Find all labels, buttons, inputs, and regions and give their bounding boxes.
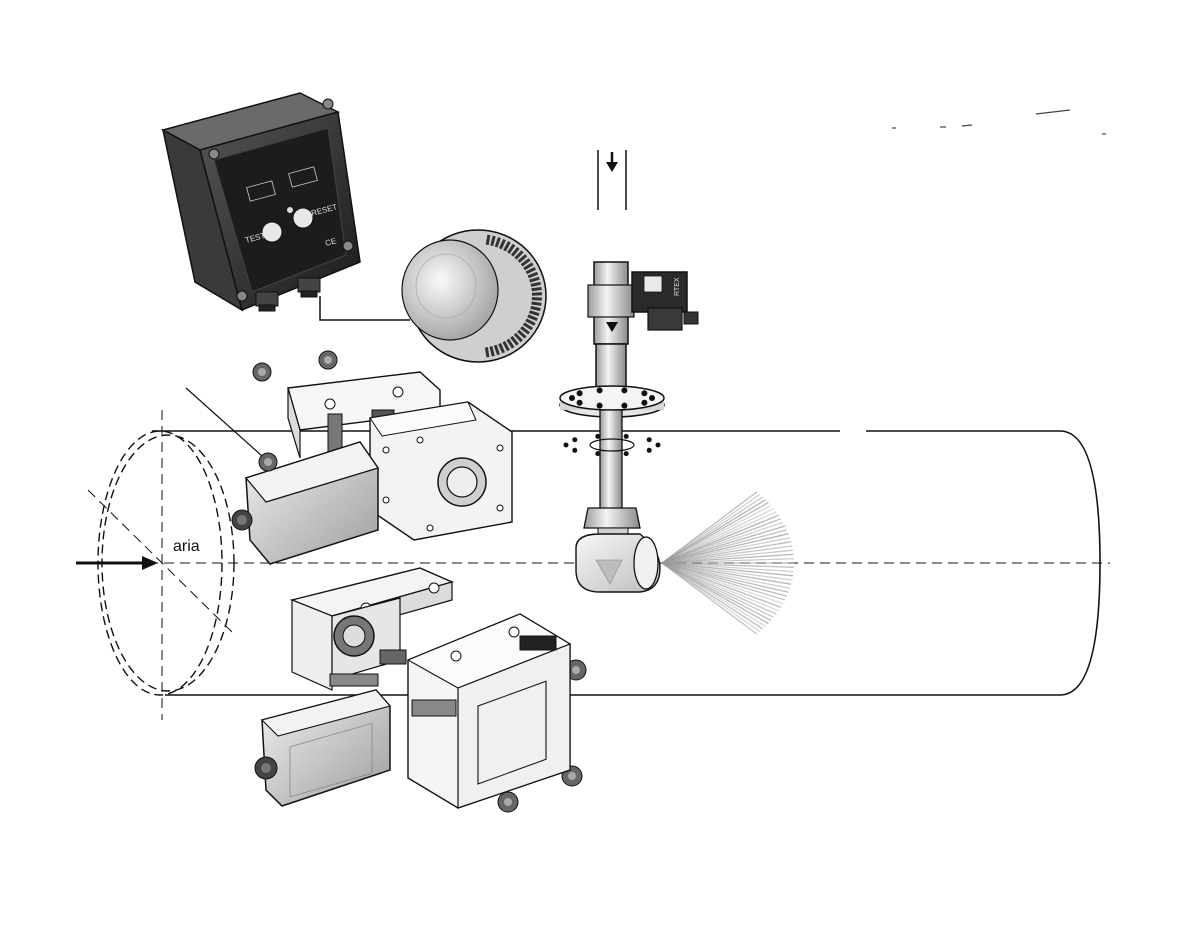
bolt-hole-icon (597, 387, 603, 393)
airflow-arrow (76, 556, 158, 570)
bolt-hole-icon (569, 395, 575, 401)
gasket-hole-icon (624, 434, 629, 439)
thumb-screw-icon (498, 792, 518, 812)
gasket-hole-icon (647, 448, 652, 453)
lower-junction-box (255, 690, 390, 806)
mount-hole-icon (429, 583, 439, 593)
upper-lens-block (370, 402, 512, 540)
thumb-screw-icon (259, 453, 277, 471)
gasket-hole-icon (595, 434, 600, 439)
lower-housing (408, 614, 570, 808)
mount-hole-icon (393, 387, 403, 397)
mount-hole-icon (383, 497, 389, 503)
valve-tag: RTEX (674, 277, 681, 296)
lance-pipe (560, 344, 664, 510)
thumb-screw-icon (319, 351, 337, 369)
siren-vent-slot (532, 303, 542, 304)
mount-hole-icon (497, 505, 503, 511)
bolt-hole-icon (597, 403, 603, 409)
mount-hole-icon (509, 627, 519, 637)
bolt-hole-icon (621, 387, 627, 393)
panel-screw-icon (343, 241, 353, 251)
siren-vent-slot (531, 283, 541, 285)
gasket-hole-icon (656, 443, 661, 448)
panel-screw-icon (209, 149, 219, 159)
gasket-hole-icon (624, 451, 629, 456)
bolt-hole-icon (621, 403, 627, 409)
panel-screw-icon (237, 291, 247, 301)
upper-junction-box (232, 442, 378, 564)
status-led-icon (287, 207, 293, 213)
panel-screw-icon (323, 99, 333, 109)
siren-vent-slot (532, 289, 542, 290)
siren (402, 230, 546, 362)
bolt-hole-icon (577, 400, 583, 406)
airflow-label: aria (173, 538, 200, 555)
bolt-hole-icon (641, 400, 647, 406)
control-panel: TEST RESET CE (163, 93, 360, 311)
mount-hole-icon (451, 651, 461, 661)
gasket-hole-icon (572, 448, 577, 453)
siren-vent-slot (487, 235, 489, 245)
siren-cable (320, 296, 410, 320)
solenoid-valve: RTEX (588, 262, 698, 344)
siren-vent-slot (532, 299, 542, 300)
faint-marks (892, 110, 1106, 134)
feed-pipe (598, 150, 626, 210)
spray-nozzle (576, 508, 660, 592)
bolt-hole-icon (649, 395, 655, 401)
thumb-screw-icon (253, 363, 271, 381)
mount-hole-icon (427, 525, 433, 531)
siren-vent-slot (486, 347, 488, 357)
mount-hole-icon (497, 445, 503, 451)
gasket-hole-icon (564, 443, 569, 448)
mount-hole-icon (325, 399, 335, 409)
bolt-hole-icon (641, 390, 647, 396)
gasket-hole-icon (595, 451, 600, 456)
leader-line (186, 388, 262, 456)
gasket-hole-icon (572, 437, 577, 442)
spray-cone (662, 492, 794, 634)
mount-hole-icon (417, 437, 423, 443)
bolt-hole-icon (577, 390, 583, 396)
gasket-hole-icon (647, 437, 652, 442)
mount-hole-icon (383, 447, 389, 453)
